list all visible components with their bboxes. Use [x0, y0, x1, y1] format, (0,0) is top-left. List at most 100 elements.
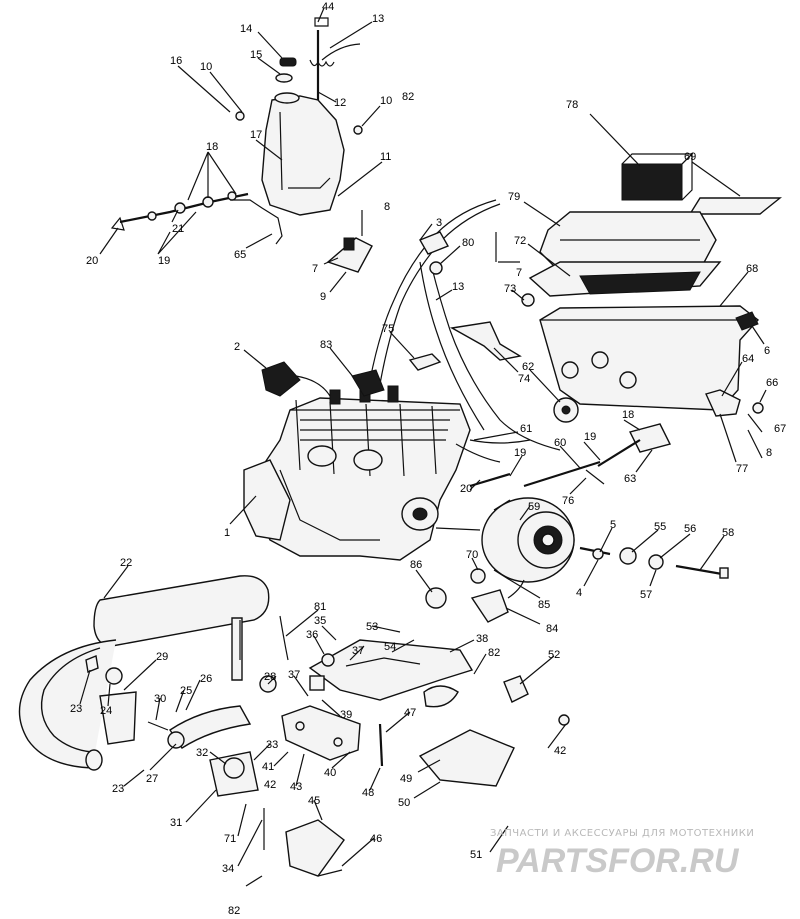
callout-label: 37 — [352, 645, 364, 657]
callout-label: 45 — [308, 795, 320, 807]
drive-clutch — [425, 497, 729, 623]
callout-label: 35 — [314, 615, 326, 627]
callout-label: 32 — [196, 747, 208, 759]
callout-label: 13 — [372, 13, 384, 25]
callout-label: 73 — [504, 283, 516, 295]
bracket-7-9 — [326, 210, 373, 273]
callout-label: 12 — [334, 97, 346, 109]
callout-label: 81 — [314, 601, 326, 613]
callout-label: 19 — [514, 447, 526, 459]
callout-label: 3 — [436, 217, 442, 229]
callout-label: 86 — [410, 559, 422, 571]
callout-label: 57 — [640, 589, 652, 601]
callout-label: 25 — [180, 685, 192, 697]
callout-label: 67 — [774, 423, 786, 435]
callout-label: 21 — [172, 223, 184, 235]
callout-label: 18 — [622, 409, 634, 421]
callout-label: 6 — [764, 345, 770, 357]
callout-label: 83 — [320, 339, 332, 351]
callout-label: 76 — [562, 495, 574, 507]
callout-label: 40 — [324, 767, 336, 779]
callout-labels: 44 13 14 15 16 10 12 10 82 11 17 18 21 2… — [70, 1, 786, 917]
callout-label: 49 — [400, 773, 412, 785]
callout-label: 52 — [548, 649, 560, 661]
callout-label: 82 — [488, 647, 500, 659]
callout-label: 9 — [320, 291, 326, 303]
ignition-coil — [261, 361, 385, 397]
callout-label: 29 — [156, 651, 168, 663]
callout-label: 43 — [290, 781, 302, 793]
callout-label: 10 — [200, 61, 212, 73]
callout-label: 47 — [404, 707, 416, 719]
callout-label: 62 — [522, 361, 534, 373]
callout-label: 4 — [576, 587, 582, 599]
air-box — [449, 152, 782, 417]
callout-label: 16 — [170, 55, 182, 67]
watermark-subtitle: ЗАПЧАСТИ И АКСЕССУАРЫ ДЛЯ МОТОТЕХНИКИ — [490, 828, 754, 839]
carburetor — [455, 397, 672, 488]
callout-label: 65 — [234, 249, 246, 261]
callout-label: 82 — [402, 91, 414, 103]
callout-label: 30 — [154, 693, 166, 705]
callout-label: 8 — [384, 201, 390, 213]
callout-label: 51 — [470, 849, 482, 861]
callout-label: 71 — [224, 833, 236, 845]
callout-label: 23 — [70, 703, 82, 715]
callout-label: 66 — [766, 377, 778, 389]
callout-label: 11 — [380, 151, 391, 163]
callout-label: 17 — [250, 129, 262, 141]
callout-label: 26 — [200, 673, 212, 685]
callout-label: 48 — [362, 787, 374, 799]
callout-label: 69 — [684, 151, 696, 163]
callout-label: 5 — [610, 519, 616, 531]
callout-label: 19 — [158, 255, 170, 267]
callout-label: 36 — [306, 629, 318, 641]
callout-label: 84 — [546, 623, 558, 635]
cables — [369, 199, 561, 451]
callout-label: 24 — [100, 705, 112, 717]
callout-label: 27 — [146, 773, 158, 785]
callout-label: 82 — [228, 905, 240, 917]
callout-label: 13 — [452, 281, 464, 293]
callout-label: 77 — [736, 463, 748, 475]
exhaust — [18, 575, 277, 797]
callout-label: 64 — [742, 353, 754, 365]
callout-label: 54 — [384, 641, 396, 653]
watermark-logo: PARTSFOR.RU — [496, 842, 740, 880]
callout-label: 78 — [566, 99, 578, 111]
callout-label: 33 — [266, 739, 278, 751]
callout-label: 61 — [520, 423, 532, 435]
callout-label: 15 — [250, 49, 262, 61]
callout-label: 50 — [398, 797, 410, 809]
callout-label: 31 — [170, 817, 182, 829]
callout-label: 39 — [340, 709, 352, 721]
callout-label: 22 — [120, 557, 132, 569]
watermark: ЗАПЧАСТИ И АКСЕССУАРЫ ДЛЯ МОТОТЕХНИКИ PA… — [490, 828, 754, 880]
callout-label: 23 — [112, 783, 124, 795]
callout-label: 60 — [554, 437, 566, 449]
callout-label: 7 — [312, 263, 318, 275]
callout-label: 20 — [86, 255, 98, 267]
callout-label: 72 — [514, 235, 526, 247]
callout-label: 42 — [264, 779, 276, 791]
callout-label: 75 — [382, 323, 394, 335]
callout-label: 56 — [684, 523, 696, 535]
callout-label: 68 — [746, 263, 758, 275]
callout-label: 42 — [554, 745, 566, 757]
engine-mounts — [239, 615, 570, 877]
callout-label: 80 — [462, 237, 474, 249]
callout-label: 18 — [206, 141, 218, 153]
oil-tank — [230, 17, 363, 245]
callout-label: 34 — [222, 863, 234, 875]
callout-label: 37 — [288, 669, 300, 681]
callout-label: 1 — [224, 527, 230, 539]
callout-label: 8 — [766, 447, 772, 459]
callout-label: 58 — [722, 527, 734, 539]
callout-label: 38 — [476, 633, 488, 645]
callout-label: 14 — [240, 23, 252, 35]
callout-label: 19 — [584, 431, 596, 443]
leader-lines — [79, 7, 767, 887]
callout-label: 28 — [264, 671, 276, 683]
